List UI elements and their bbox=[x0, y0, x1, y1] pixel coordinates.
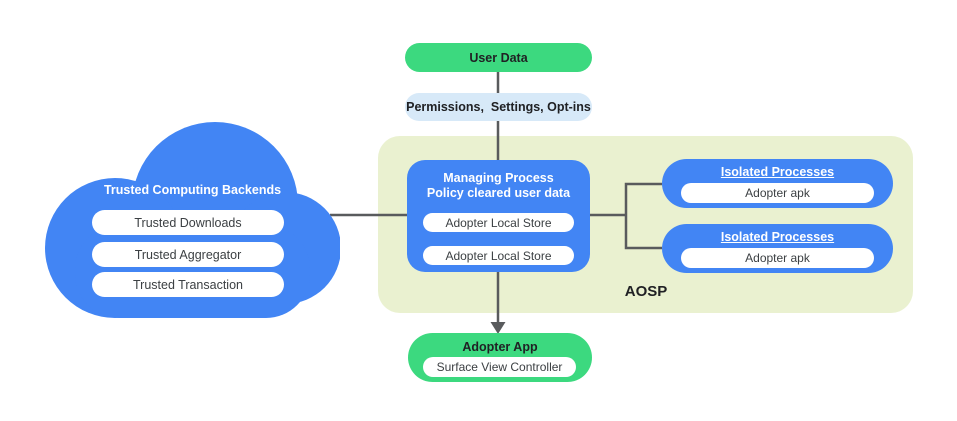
adopter-app-title: Adopter App bbox=[462, 340, 538, 354]
isolated-process-node-1: Isolated Processes Adopter apk bbox=[662, 159, 893, 208]
managing-process-title: Managing Process Policy cleared user dat… bbox=[407, 160, 590, 201]
adopter-apk-label-2: Adopter apk bbox=[745, 251, 810, 265]
adopter-apk-pill-2: Adopter apk bbox=[681, 248, 874, 268]
trusted-aggregator-label: Trusted Aggregator bbox=[134, 247, 242, 262]
arrow-down-icon bbox=[490, 322, 506, 334]
managing-process-title-line1: Managing Process bbox=[443, 171, 554, 185]
isolated-process-node-2: Isolated Processes Adopter apk bbox=[662, 224, 893, 273]
adopter-apk-pill-1: Adopter apk bbox=[681, 183, 874, 203]
isolated-process-title-1: Isolated Processes bbox=[720, 165, 835, 179]
aosp-label: AOSP bbox=[624, 283, 668, 300]
adopter-local-store-pill-1: Adopter Local Store bbox=[423, 213, 574, 232]
trusted-transaction-label: Trusted Transaction bbox=[132, 277, 243, 292]
user-data-label: User Data bbox=[469, 50, 528, 65]
cloud-title: Trusted Computing Backends bbox=[103, 183, 282, 197]
user-data-node: User Data bbox=[405, 43, 592, 72]
managing-process-title-line2: Policy cleared user data bbox=[426, 186, 571, 200]
trusted-downloads-pill: Trusted Downloads bbox=[92, 210, 284, 235]
adopter-local-store-label-2: Adopter Local Store bbox=[445, 248, 552, 263]
trusted-transaction-pill: Trusted Transaction bbox=[92, 272, 284, 297]
permissions-node: Permissions, Settings, Opt-ins bbox=[405, 93, 592, 121]
adopter-apk-label-1: Adopter apk bbox=[745, 186, 810, 200]
trusted-backends-cloud: Trusted Computing Backends Trusted Downl… bbox=[45, 120, 340, 320]
branch-to-isolated-lines bbox=[624, 182, 662, 250]
trusted-aggregator-pill: Trusted Aggregator bbox=[92, 242, 284, 267]
adopter-app-node: Adopter App Surface View Controller bbox=[408, 333, 592, 382]
adopter-local-store-pill-2: Adopter Local Store bbox=[423, 246, 574, 265]
trusted-downloads-label: Trusted Downloads bbox=[134, 215, 242, 230]
managing-process-node: Managing Process Policy cleared user dat… bbox=[407, 160, 590, 272]
surface-view-controller-pill: Surface View Controller bbox=[423, 357, 576, 377]
permissions-label: Permissions, Settings, Opt-ins bbox=[406, 100, 591, 114]
adopter-local-store-label-1: Adopter Local Store bbox=[445, 215, 552, 230]
isolated-process-title-2: Isolated Processes bbox=[720, 230, 835, 244]
surface-view-controller-label: Surface View Controller bbox=[436, 360, 563, 374]
